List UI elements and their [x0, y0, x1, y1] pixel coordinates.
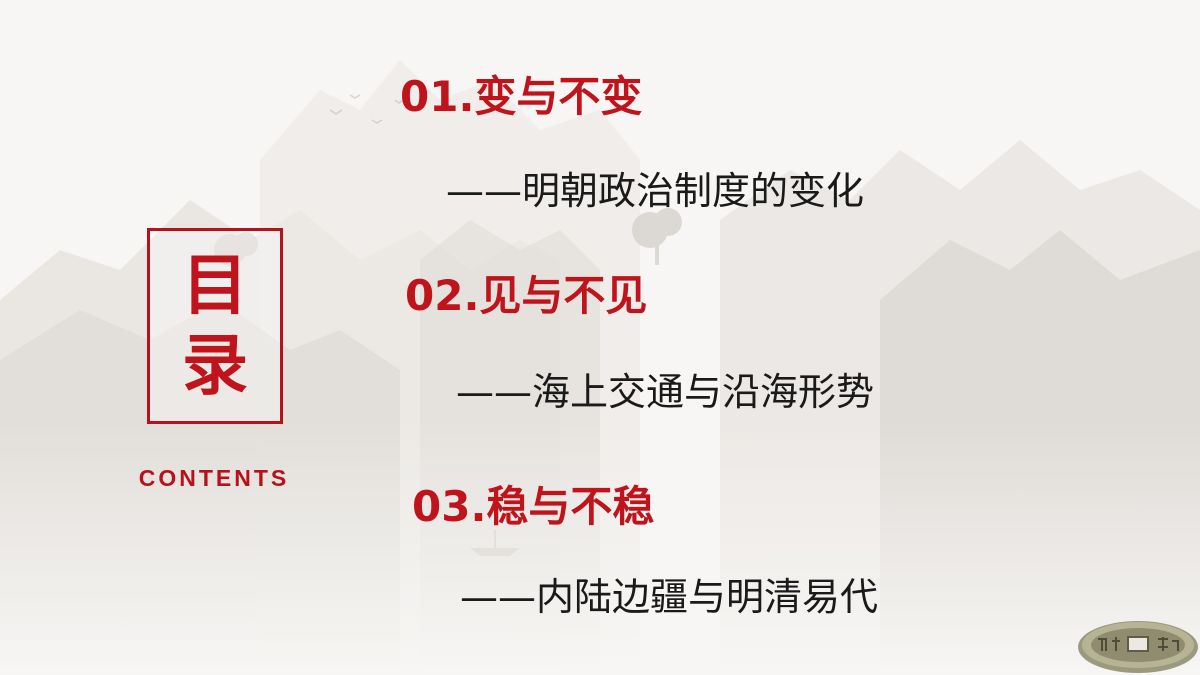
toc-title-char-2: 录 — [182, 327, 248, 404]
item-1-subtitle: ——明朝政治制度的变化 — [446, 169, 865, 213]
item-3-subtitle: ——内陆边疆与明清易代 — [460, 575, 879, 619]
toc-title-char-1: 目 — [182, 247, 248, 324]
contents-label: CONTENTS — [138, 465, 290, 491]
item-2-heading: 02.见与不见 — [405, 271, 648, 320]
item-3-heading: 03.稳与不稳 — [412, 482, 655, 531]
item-1-heading: 01.变与不变 — [400, 72, 643, 121]
toc-title-box: 目 录 — [147, 228, 283, 424]
ancient-coin-icon — [1078, 621, 1198, 673]
item-2-subtitle: ——海上交通与沿海形势 — [456, 370, 875, 414]
